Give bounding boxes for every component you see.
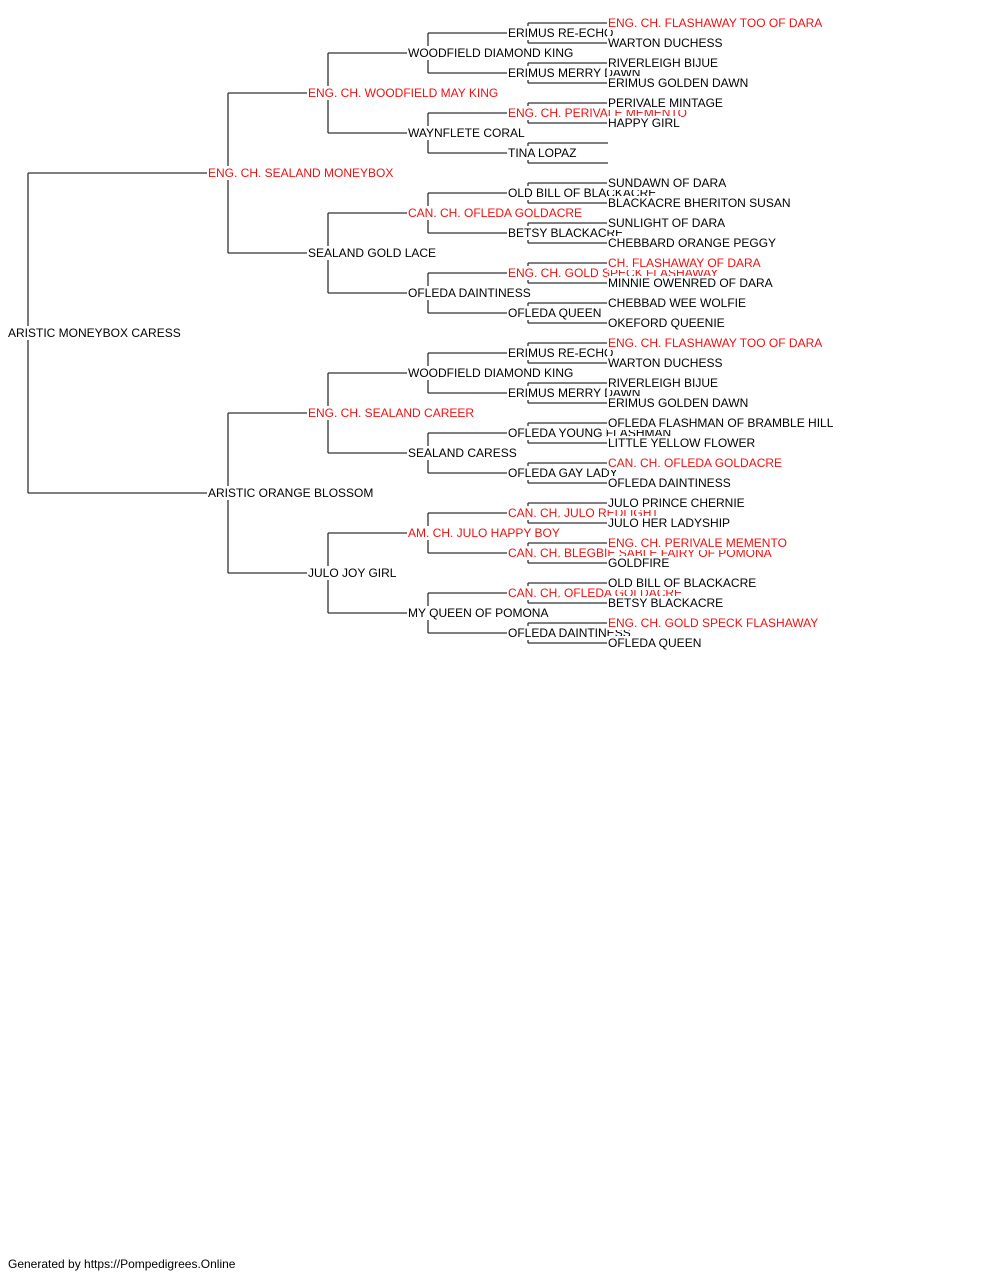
- dog-name-gen5: SUNLIGHT OF DARA: [607, 216, 727, 230]
- dog-name-grandparents: SEALAND GOLD LACE: [307, 246, 438, 260]
- footer-credit: Generated by https://Pompedigrees.Online: [8, 1257, 236, 1271]
- dog-name-gen5: CHEBBAD WEE WOLFIE: [607, 296, 748, 310]
- dog-name-gen5: PERIVALE MINTAGE: [607, 96, 724, 110]
- dog-name-grandparents: JULO JOY GIRL: [307, 566, 398, 580]
- dog-name-gen5: CHEBBARD ORANGE PEGGY: [607, 236, 778, 250]
- dog-name-gen5: JULO HER LADYSHIP: [607, 516, 732, 530]
- dog-name-gen5: GOLDFIRE: [607, 556, 671, 570]
- dog-name-gen5: LITTLE YELLOW FLOWER: [607, 436, 757, 450]
- dog-name-great_grandparents: WAYNFLETE CORAL: [407, 126, 526, 140]
- dog-name-gen4: BETSY BLACKACRE: [507, 226, 625, 240]
- dog-name-parents: ARISTIC ORANGE BLOSSOM: [207, 486, 375, 500]
- dog-name-gen5: RIVERLEIGH BIJUE: [607, 376, 720, 390]
- dog-name-gen4: OFLEDA GAY LADY: [507, 466, 619, 480]
- dog-name-great_grandparents: SEALAND CARESS: [407, 446, 518, 460]
- dog-name-gen4: TINA LOPAZ: [507, 146, 578, 160]
- dog-name-gen5: OLD BILL OF BLACKACRE: [607, 576, 758, 590]
- dog-name-great_grandparents: AM. CH. JULO HAPPY BOY: [407, 526, 561, 540]
- dog-name-gen5: OFLEDA QUEEN: [607, 636, 703, 650]
- dog-name-gen5: OKEFORD QUEENIE: [607, 316, 726, 330]
- dog-name-gen5: OFLEDA DAINTINESS: [607, 476, 732, 490]
- dog-name-gen5: WARTON DUCHESS: [607, 356, 724, 370]
- dog-name-gen5: JULO PRINCE CHERNIE: [607, 496, 746, 510]
- dog-name-gen5: RIVERLEIGH BIJUE: [607, 56, 720, 70]
- dog-name-gen5: ENG. CH. PERIVALE MEMENTO: [607, 536, 788, 550]
- dog-name-gen5: WARTON DUCHESS: [607, 36, 724, 50]
- dog-name-gen5: ENG. CH. FLASHAWAY TOO OF DARA: [607, 336, 824, 350]
- dog-name-gen5: CH. FLASHAWAY OF DARA: [607, 256, 762, 270]
- dog-name-gen5: BETSY BLACKACRE: [607, 596, 725, 610]
- dog-name-gen4: OFLEDA QUEEN: [507, 306, 603, 320]
- dog-name-gen5: CAN. CH. OFLEDA GOLDACRE: [607, 456, 784, 470]
- dog-name-great_grandparents: MY QUEEN OF POMONA: [407, 606, 550, 620]
- dog-name-gen5: ENG. CH. GOLD SPECK FLASHAWAY: [607, 616, 820, 630]
- dog-name-gen5: SUNDAWN OF DARA: [607, 176, 728, 190]
- dog-name-gen4: OFLEDA DAINTINESS: [507, 626, 632, 640]
- dog-name-gen5: BLACKACRE BHERITON SUSAN: [607, 196, 792, 210]
- dog-name-gen5: MINNIE OWENRED OF DARA: [607, 276, 774, 290]
- dog-name-great_grandparents: WOODFIELD DIAMOND KING: [407, 366, 575, 380]
- dog-name-gen5: OFLEDA FLASHMAN OF BRAMBLE HILL: [607, 416, 835, 430]
- dog-name-gen5: ERIMUS GOLDEN DAWN: [607, 76, 750, 90]
- dog-name-great_grandparents: CAN. CH. OFLEDA GOLDACRE: [407, 206, 584, 220]
- dog-name-grandparents: ENG. CH. WOODFIELD MAY KING: [307, 86, 500, 100]
- dog-name-great_grandparents: OFLEDA DAINTINESS: [407, 286, 532, 300]
- dog-name-subject: ARISTIC MONEYBOX CARESS: [7, 326, 182, 340]
- dog-name-great_grandparents: WOODFIELD DIAMOND KING: [407, 46, 575, 60]
- dog-name-gen4: ERIMUS RE-ECHO: [507, 346, 615, 360]
- dog-name-gen5: ENG. CH. FLASHAWAY TOO OF DARA: [607, 16, 824, 30]
- dog-name-gen4: ERIMUS RE-ECHO: [507, 26, 615, 40]
- dog-name-gen5: ERIMUS GOLDEN DAWN: [607, 396, 750, 410]
- dog-name-gen5: HAPPY GIRL: [607, 116, 681, 130]
- dog-name-grandparents: ENG. CH. SEALAND CAREER: [307, 406, 476, 420]
- dog-name-parents: ENG. CH. SEALAND MONEYBOX: [207, 166, 395, 180]
